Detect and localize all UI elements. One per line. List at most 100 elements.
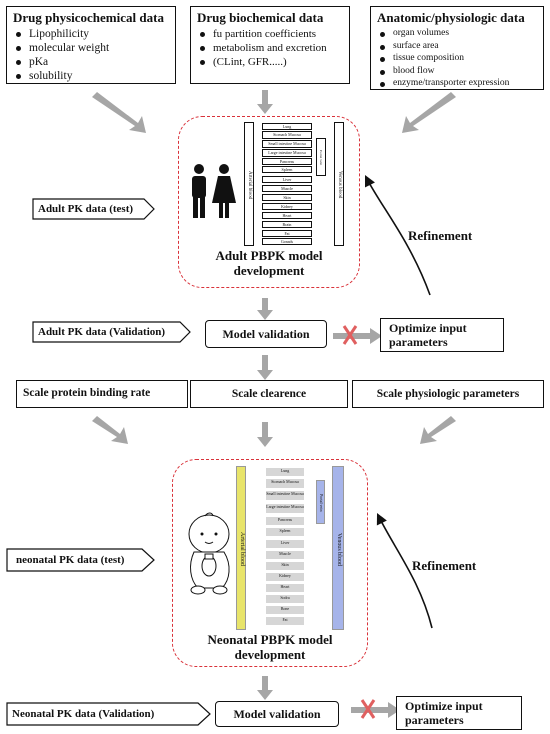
organ-box: Spleen — [262, 166, 312, 173]
arrow-adult-to-validation — [257, 298, 273, 320]
box-title: Anatomic/physiologic data — [377, 10, 525, 25]
scale-protein-label: Scale protein binding rate — [23, 387, 151, 399]
organ-box: Heart — [266, 584, 304, 592]
scale-physiologic-label: Scale physiologic parameters — [376, 388, 520, 400]
portal-label: Portal vein — [319, 494, 324, 512]
list-item: (CLint, GFR.....) — [197, 55, 343, 69]
organ-box: Lung — [266, 468, 304, 476]
adult-test-tag — [32, 198, 155, 220]
optimize-line: parameters — [405, 713, 464, 727]
arrow-anatomic-to-adult — [402, 92, 456, 133]
baby-icon — [188, 512, 230, 595]
list-item: blood flow — [377, 65, 537, 78]
adult-people-icon — [192, 164, 236, 218]
arrow-validation-to-scale — [257, 355, 273, 380]
caption-line: Neonatal PBPK model — [207, 632, 333, 647]
model-validation-label: Model validation — [233, 706, 321, 721]
adult-model-validation-box: Model validation — [205, 320, 327, 348]
list-item: enzyme/transporter expression — [377, 77, 537, 90]
adult-validation-tag — [32, 321, 191, 343]
list-item: organ volumes — [377, 27, 537, 40]
list-item: Lipophilicity — [13, 27, 169, 41]
scale-physiologic-box: Scale physiologic parameters — [352, 380, 544, 408]
adult-optimize-box: Optimize input parameters — [380, 318, 504, 352]
organ-box: Brain — [262, 221, 312, 228]
anatomic-physiologic-box: Anatomic/physiologic data organ volumes … — [370, 6, 544, 90]
optimize-line: Optimize input — [389, 321, 467, 335]
optimize-line: parameters — [389, 335, 448, 349]
neonatal-validation-tag — [6, 702, 211, 726]
drug-physicochemical-box: Drug physicochemical data Lipophilicity … — [6, 6, 176, 84]
caption-line: Adult PBPK model — [215, 248, 323, 263]
arrow-physio-to-neonatal — [420, 416, 456, 444]
arrow-adult-optimize — [333, 328, 382, 344]
organ-box: Skin — [266, 562, 304, 570]
neonatal-test-tag — [6, 548, 155, 572]
arrow-clearance-to-neonatal — [257, 422, 273, 447]
venous-blood-bar: Venous blood — [334, 122, 344, 246]
portal-vein-bar: Portal vein — [316, 138, 326, 176]
arterial-label: Arterial blood — [239, 532, 245, 566]
arrow-neonatal-to-validation — [257, 676, 273, 700]
refinement-label-neonatal: Refinement — [412, 558, 477, 573]
venous-label: Venous blood — [337, 171, 342, 199]
neonatal-optimize-box: Optimize input parameters — [396, 696, 522, 730]
neonatal-test-label: neonatal PK data (test) — [16, 554, 125, 566]
list-item: pKa — [13, 55, 169, 69]
organ-box: Bone — [266, 606, 304, 614]
adult-test-label: Adult PK data (test) — [38, 203, 134, 215]
adult-validation-label: Adult PK data (Validation) — [38, 326, 166, 338]
optimize-line: Optimize input — [405, 699, 483, 713]
portal-vein-bar: Portal vein — [316, 480, 325, 524]
organ-box: Muscle — [266, 551, 304, 559]
gray-arrows — [92, 90, 456, 718]
arrow-biochem-to-adult — [257, 90, 273, 114]
organ-box: Heart — [262, 212, 312, 219]
refinement-curve-adult — [364, 174, 431, 296]
organ-box: Stomach Mucosa — [262, 131, 312, 139]
neonatal-pbpk-schematic: Arterial blood Venous blood Portal vein … — [236, 466, 348, 630]
organ-box: Lung — [262, 123, 312, 130]
box-title: Drug biochemical data — [197, 10, 324, 25]
organ-box: Large intestine Mucosa — [266, 504, 304, 513]
organ-box: Kidney — [262, 203, 312, 210]
refinement-label-adult: Refinement — [408, 228, 473, 243]
organ-box: Sodra — [266, 595, 304, 603]
venous-label: Venous blood — [336, 532, 342, 566]
organ-box: Pancreas — [266, 517, 304, 525]
organ-box: Small intestine Mucosa — [266, 491, 304, 500]
portal-label: Portal vein — [319, 150, 323, 166]
list-item: fu partition coefficients — [197, 27, 343, 41]
list-item: tissue composition — [377, 52, 537, 65]
organ-box: Skin — [262, 194, 312, 201]
arrow-phys-to-adult — [92, 92, 146, 133]
organ-box: Muscle — [262, 185, 312, 192]
list-item: solubility — [13, 69, 169, 83]
box-title: Drug physicochemical data — [13, 10, 164, 25]
adult-pbpk-panel — [178, 116, 360, 288]
caption-line: development — [234, 647, 306, 662]
reject-cross-icon-neonatal — [360, 699, 376, 719]
adult-pbpk-schematic: Arterial blood Venous blood Portal vein … — [244, 122, 344, 246]
list-item: molecular weight — [13, 41, 169, 55]
scale-clearance-label: Scale clearence — [231, 388, 307, 400]
organ-box: Liver — [262, 176, 312, 183]
drug-biochemical-box: Drug biochemical data fu partition coeff… — [190, 6, 350, 84]
arterial-blood-bar: Arterial blood — [244, 122, 254, 246]
arrow-protein-to-neonatal — [92, 416, 128, 444]
neonatal-model-validation-box: Model validation — [215, 701, 339, 727]
adult-model-caption: Adult PBPK model development — [178, 248, 360, 278]
organ-box: Fat — [266, 617, 304, 625]
organ-box: Kidney — [266, 573, 304, 581]
arterial-label: Arterial blood — [247, 170, 252, 200]
venous-blood-bar: Venous blood — [332, 466, 344, 630]
neonatal-model-caption: Neonatal PBPK model development — [172, 632, 368, 662]
arrow-neonatal-optimize — [351, 702, 400, 718]
organ-box: Fat — [262, 230, 312, 237]
reject-cross-icon — [342, 325, 358, 345]
organ-box: Liver — [266, 540, 304, 548]
organ-box: Small intestine Mucosa — [262, 140, 312, 148]
caption-line: development — [233, 263, 305, 278]
scale-clearance-box: Scale clearence — [190, 380, 348, 408]
